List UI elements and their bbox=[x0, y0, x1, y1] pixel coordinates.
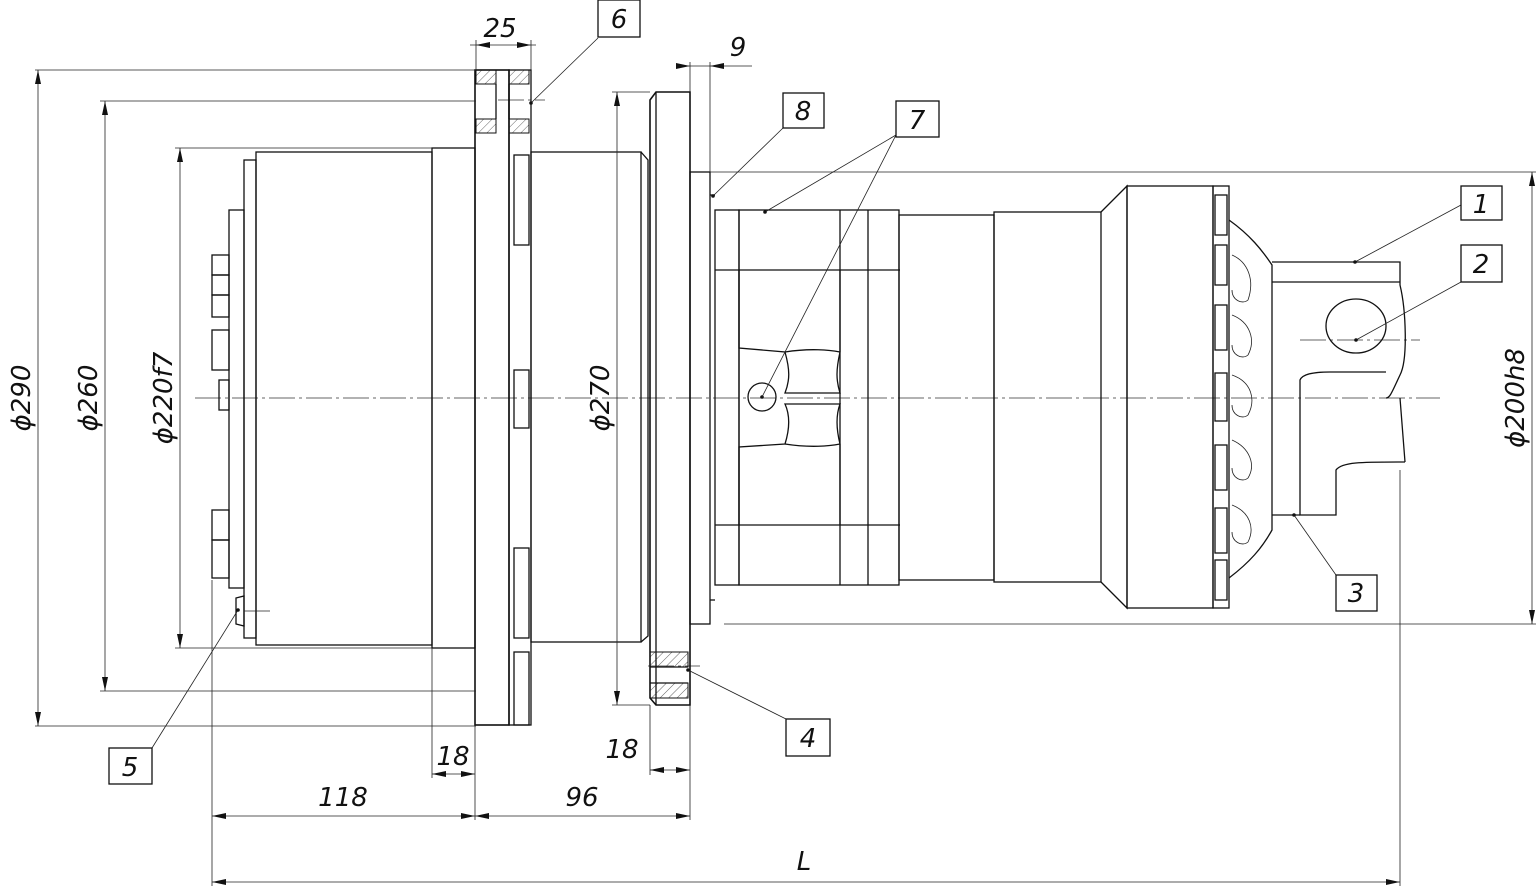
coupling-block bbox=[715, 209, 900, 586]
middle-housing bbox=[530, 151, 649, 643]
callout-5: 5 bbox=[108, 747, 153, 785]
callout-4: 4 bbox=[785, 718, 831, 757]
dim-length-overall: L bbox=[797, 847, 812, 877]
dim-length-18-right: 18 bbox=[605, 735, 638, 765]
shaft-bracket bbox=[1272, 261, 1406, 516]
callout-3: 3 bbox=[1335, 574, 1378, 612]
dim-diameter-220: ϕ220f7 bbox=[149, 351, 179, 444]
right-drum bbox=[898, 184, 1214, 610]
dim-diameter-260: ϕ260 bbox=[74, 365, 104, 432]
callout-7: 7 bbox=[895, 100, 940, 138]
dim-length-18-left: 18 bbox=[436, 742, 469, 772]
dim-diameter-290: ϕ290 bbox=[7, 365, 37, 432]
center-lines bbox=[195, 99, 1440, 667]
first-flange bbox=[474, 69, 532, 726]
callout-6: 6 bbox=[597, 0, 641, 38]
dim-length-9: 9 bbox=[730, 33, 747, 63]
svg-text:3: 3 bbox=[1348, 579, 1365, 609]
svg-text:4: 4 bbox=[800, 724, 817, 754]
dim-diameter-270: ϕ270 bbox=[586, 365, 616, 432]
dim-length-96: 96 bbox=[565, 783, 598, 813]
dimension-lines bbox=[35, 42, 1535, 885]
dim-length-25: 25 bbox=[483, 14, 516, 44]
dim-diameter-200: ϕ200h8 bbox=[1501, 348, 1531, 448]
svg-text:8: 8 bbox=[795, 97, 812, 127]
svg-text:1: 1 bbox=[1473, 190, 1490, 220]
callout-8: 8 bbox=[782, 92, 825, 129]
svg-text:6: 6 bbox=[611, 5, 628, 35]
svg-text:7: 7 bbox=[909, 106, 926, 136]
callout-2: 2 bbox=[1460, 244, 1503, 283]
left-motor-body bbox=[211, 147, 476, 649]
extension-lines bbox=[35, 40, 1536, 886]
callout-1: 1 bbox=[1460, 185, 1503, 221]
svg-text:2: 2 bbox=[1473, 250, 1490, 280]
callout-leaders bbox=[151, 37, 1462, 749]
dim-length-118: 118 bbox=[318, 783, 368, 813]
svg-text:5: 5 bbox=[122, 753, 139, 783]
bolt-ring bbox=[1212, 185, 1273, 609]
